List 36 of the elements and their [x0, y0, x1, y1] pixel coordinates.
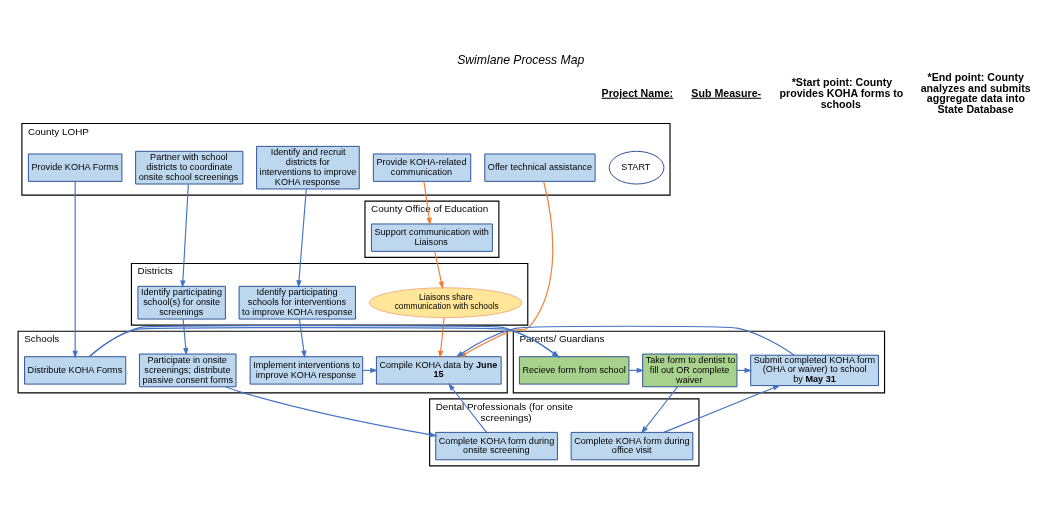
node-box: Distribute KOHA Forms — [24, 356, 127, 385]
node-box: Identify and recruit districts for interventions to improve KOHA response — [256, 145, 360, 190]
label: Sub Measure- — [691, 86, 762, 99]
arrow — [224, 386, 438, 438]
arrow — [298, 318, 307, 359]
arrow — [438, 317, 445, 359]
node-box: Partner with school districts to coordinate onsite school screenings — [135, 150, 244, 185]
arrow — [641, 386, 679, 434]
node-ellipse: START — [608, 150, 665, 185]
node-box: Complete KOHA form during office visit — [570, 431, 694, 461]
node-box: Implement interventions to improve KOHA response — [249, 356, 364, 385]
node-box: Participate in onsite screenings; distribute passive consent forms — [138, 353, 237, 388]
label: Project Name: — [601, 86, 674, 99]
node-box: Provide KOHA-related communication — [372, 153, 472, 182]
node-box: Complete KOHA form during onsite screening — [435, 431, 558, 461]
node-box: Submit completed KOHA form (OHA or waiver) to school by May 31 — [750, 354, 879, 387]
label: *End point: County analyzes and submits aggregate data into State Database — [920, 71, 1031, 116]
node-box: Identify participating schools for interventions to improve KOHA response — [238, 285, 356, 320]
arrow — [448, 383, 487, 433]
arrow — [180, 183, 189, 289]
arrow — [182, 318, 189, 356]
node-box: Support communication with Liaisons — [370, 223, 493, 252]
node-ellipse: Liaisons share communication with schools — [368, 287, 523, 319]
node-box: Provide KOHA Forms — [27, 153, 123, 182]
node-box: Compile KOHA data by June 15 — [375, 356, 502, 385]
label: *Start point: County provides KOHA forms to schools — [779, 76, 904, 110]
diagram-title: Swimlane Process Map — [457, 53, 585, 68]
node-box: Identify participating school(s) for onsite screenings — [137, 285, 226, 320]
arrow — [72, 181, 78, 359]
arrow — [423, 181, 432, 226]
arrow — [663, 385, 781, 433]
node-box: Recieve form from school — [518, 356, 630, 385]
arrow — [296, 188, 307, 288]
node-box: Take form to dentist to fill out OR complete waiver — [642, 353, 738, 388]
arrow — [434, 251, 444, 290]
node-box: Offer technical assistance — [484, 153, 596, 182]
